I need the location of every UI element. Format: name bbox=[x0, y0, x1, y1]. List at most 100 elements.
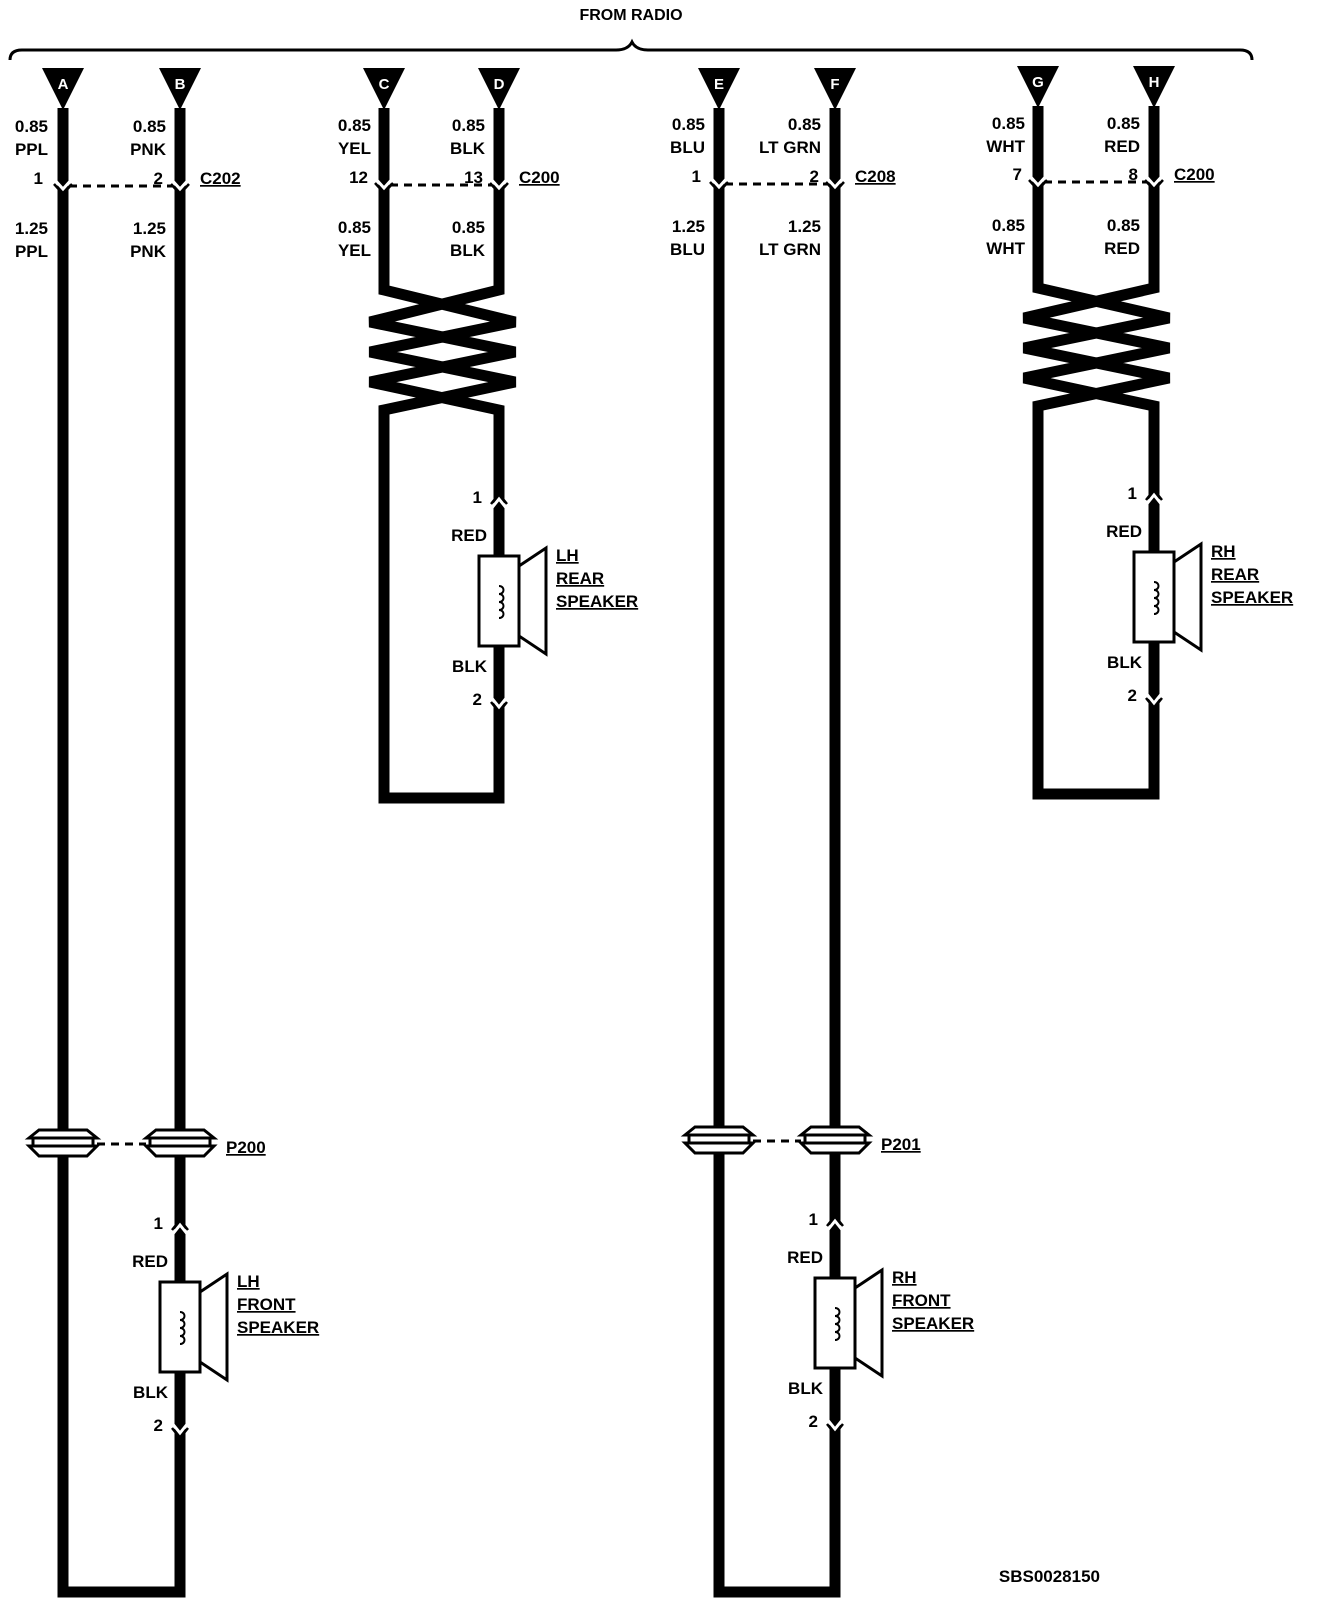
svg-text:0.85: 0.85 bbox=[1107, 216, 1140, 235]
rh-rear-speaker-label-2: REAR bbox=[1211, 565, 1259, 584]
svg-text:2: 2 bbox=[810, 167, 819, 186]
svg-text:BLK: BLK bbox=[788, 1379, 824, 1398]
terminal-e: E bbox=[698, 68, 740, 110]
lh-rear-speaker: 1 RED BLK 2 LH REAR SPEAKER bbox=[451, 488, 638, 714]
rh-rear-speaker-label-1: RH bbox=[1211, 542, 1236, 561]
svg-text:1.25: 1.25 bbox=[15, 219, 48, 238]
svg-text:2: 2 bbox=[473, 690, 482, 709]
svg-text:2: 2 bbox=[154, 1416, 163, 1435]
svg-text:7: 7 bbox=[1013, 165, 1022, 184]
svg-text:0.85: 0.85 bbox=[1107, 114, 1140, 133]
svg-text:PPL: PPL bbox=[15, 242, 48, 261]
svg-text:YEL: YEL bbox=[338, 241, 371, 260]
svg-text:BLU: BLU bbox=[670, 138, 705, 157]
svg-text:D: D bbox=[494, 76, 505, 93]
pass-through-p201: P201 bbox=[683, 1125, 921, 1155]
connector-c200-right-label: C200 bbox=[1174, 165, 1215, 184]
rh-front-speaker: 1 RED BLK 2 RH FRONT SPEAKER bbox=[787, 1210, 974, 1436]
svg-text:RED: RED bbox=[787, 1248, 823, 1267]
svg-text:YEL: YEL bbox=[338, 139, 371, 158]
svg-text:WHT: WHT bbox=[986, 137, 1025, 156]
connector-c202-label: C202 bbox=[200, 169, 241, 188]
svg-text:0.85: 0.85 bbox=[788, 115, 821, 134]
svg-text:8: 8 bbox=[1129, 165, 1138, 184]
connector-c200-left: 12 13 C200 bbox=[349, 168, 560, 195]
svg-text:BLK: BLK bbox=[450, 139, 486, 158]
connector-c208-label: C208 bbox=[855, 167, 896, 186]
svg-text:0.85: 0.85 bbox=[992, 216, 1025, 235]
svg-text:RED: RED bbox=[1104, 239, 1140, 258]
svg-text:P201: P201 bbox=[881, 1135, 921, 1154]
header-title: FROM RADIO bbox=[579, 7, 682, 24]
terminal-h: H bbox=[1133, 66, 1175, 108]
connector-c208: 1 2 C208 bbox=[692, 167, 896, 194]
svg-text:2: 2 bbox=[809, 1412, 818, 1431]
svg-text:0.85: 0.85 bbox=[452, 116, 485, 135]
svg-text:PNK: PNK bbox=[130, 140, 167, 159]
svg-text:RED: RED bbox=[1104, 137, 1140, 156]
terminal-f: F bbox=[814, 68, 856, 110]
lh-rear-speaker-label-1: LH bbox=[556, 546, 579, 565]
terminal-a: A bbox=[42, 68, 84, 110]
svg-text:1.25: 1.25 bbox=[788, 217, 821, 236]
svg-text:0.85: 0.85 bbox=[452, 218, 485, 237]
svg-text:0.85: 0.85 bbox=[338, 116, 371, 135]
svg-text:PNK: PNK bbox=[130, 242, 167, 261]
svg-text:BLK: BLK bbox=[1107, 653, 1143, 672]
svg-text:1.25: 1.25 bbox=[133, 219, 166, 238]
svg-text:0.85: 0.85 bbox=[338, 218, 371, 237]
svg-text:E: E bbox=[714, 76, 724, 93]
figure-id: SBS0028150 bbox=[999, 1567, 1100, 1586]
svg-text:RED: RED bbox=[132, 1252, 168, 1271]
pass-through-p200: P200 bbox=[27, 1128, 266, 1158]
svg-text:BLK: BLK bbox=[133, 1383, 169, 1402]
svg-text:LT GRN: LT GRN bbox=[759, 240, 821, 259]
svg-text:C: C bbox=[379, 76, 390, 93]
rh-front-speaker-label-3: SPEAKER bbox=[892, 1314, 974, 1333]
svg-text:2: 2 bbox=[154, 169, 163, 188]
svg-text:12: 12 bbox=[349, 168, 368, 187]
rh-front-speaker-label-1: RH bbox=[892, 1268, 917, 1287]
svg-text:WHT: WHT bbox=[986, 239, 1025, 258]
rh-rear-speaker: 1 RED BLK 2 RH REAR SPEAKER bbox=[1106, 484, 1293, 710]
svg-text:PPL: PPL bbox=[15, 140, 48, 159]
svg-text:13: 13 bbox=[464, 168, 483, 187]
wire-loop-rear-right bbox=[1022, 106, 1171, 800]
terminal-d: D bbox=[478, 68, 520, 110]
terminal-b: B bbox=[159, 68, 201, 110]
svg-text:BLK: BLK bbox=[450, 241, 486, 260]
svg-text:LT GRN: LT GRN bbox=[759, 138, 821, 157]
svg-text:0.85: 0.85 bbox=[992, 114, 1025, 133]
svg-text:0.85: 0.85 bbox=[672, 115, 705, 134]
svg-text:RED: RED bbox=[451, 526, 487, 545]
rh-rear-speaker-label-3: SPEAKER bbox=[1211, 588, 1293, 607]
terminal-g: G bbox=[1017, 66, 1059, 108]
svg-text:BLK: BLK bbox=[452, 657, 488, 676]
lh-front-speaker: 1 RED BLK 2 LH FRONT SPEAKER bbox=[132, 1214, 319, 1440]
lh-rear-speaker-label-3: SPEAKER bbox=[556, 592, 638, 611]
wire-label-f-bottom: 1.25 LT GRN bbox=[759, 217, 821, 259]
svg-text:1: 1 bbox=[34, 169, 43, 188]
svg-text:1: 1 bbox=[154, 1214, 163, 1233]
svg-text:G: G bbox=[1032, 74, 1044, 91]
svg-text:H: H bbox=[1149, 74, 1160, 91]
svg-text:0.85: 0.85 bbox=[133, 117, 166, 136]
radio-brace bbox=[8, 38, 1254, 61]
svg-text:P200: P200 bbox=[226, 1138, 266, 1157]
rh-front-speaker-label-2: FRONT bbox=[892, 1291, 951, 1310]
svg-text:1: 1 bbox=[473, 488, 482, 507]
terminal-c: C bbox=[363, 68, 405, 110]
